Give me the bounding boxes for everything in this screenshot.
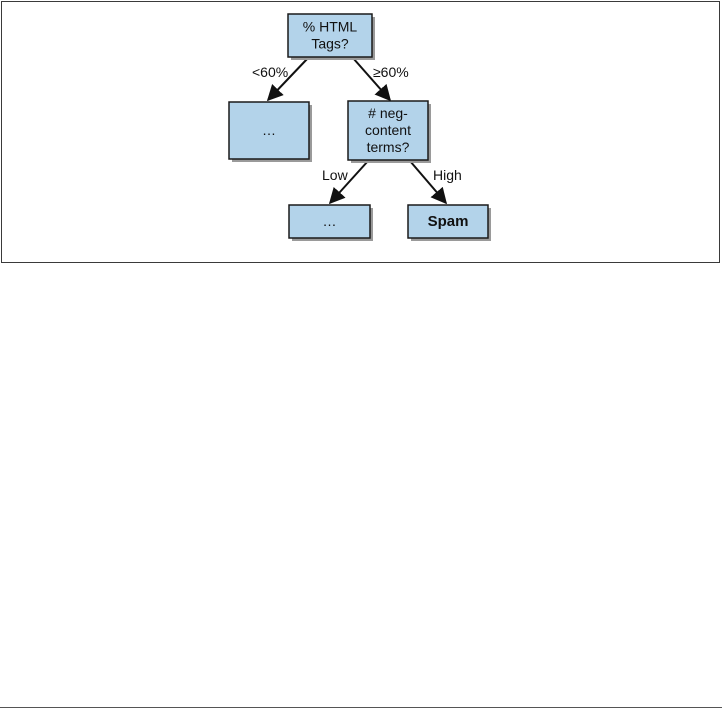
edge-label: <60% xyxy=(252,64,288,80)
node-label-line: … xyxy=(262,122,276,138)
edge-root-to-left: <60% xyxy=(252,57,309,102)
edge-right-to-right-left: Low xyxy=(322,160,369,205)
node-label-line: Spam xyxy=(428,213,469,230)
node-label-line: Tags? xyxy=(311,36,349,52)
node-box xyxy=(288,204,371,239)
node-label-line: % HTML xyxy=(303,19,358,35)
node-spam: Spam xyxy=(407,204,491,241)
node-right-left: … xyxy=(288,204,373,241)
node-label-line: terms? xyxy=(367,139,410,155)
node-label-line: content xyxy=(365,122,411,138)
node-box xyxy=(407,204,489,239)
node-label-line: … xyxy=(323,213,337,229)
edge-arrow xyxy=(409,160,448,205)
edge-arrow xyxy=(266,57,309,102)
edge-label: High xyxy=(433,167,462,183)
edge-label: ≥60% xyxy=(373,64,409,80)
page-bottom-rule xyxy=(0,707,722,708)
edge-arrow xyxy=(328,160,369,205)
node-label-line: # neg- xyxy=(368,105,408,121)
figure-frame xyxy=(1,1,720,263)
edges-layer: <60% ≥60% Low High xyxy=(252,57,462,205)
node-left: … xyxy=(228,101,312,162)
node-box xyxy=(228,101,310,160)
node-box xyxy=(347,100,429,161)
edge-arrow xyxy=(352,57,392,102)
edge-right-to-spam: High xyxy=(409,160,462,205)
edge-root-to-right: ≥60% xyxy=(352,57,409,102)
node-box xyxy=(287,13,373,58)
edge-label: Low xyxy=(322,167,349,183)
